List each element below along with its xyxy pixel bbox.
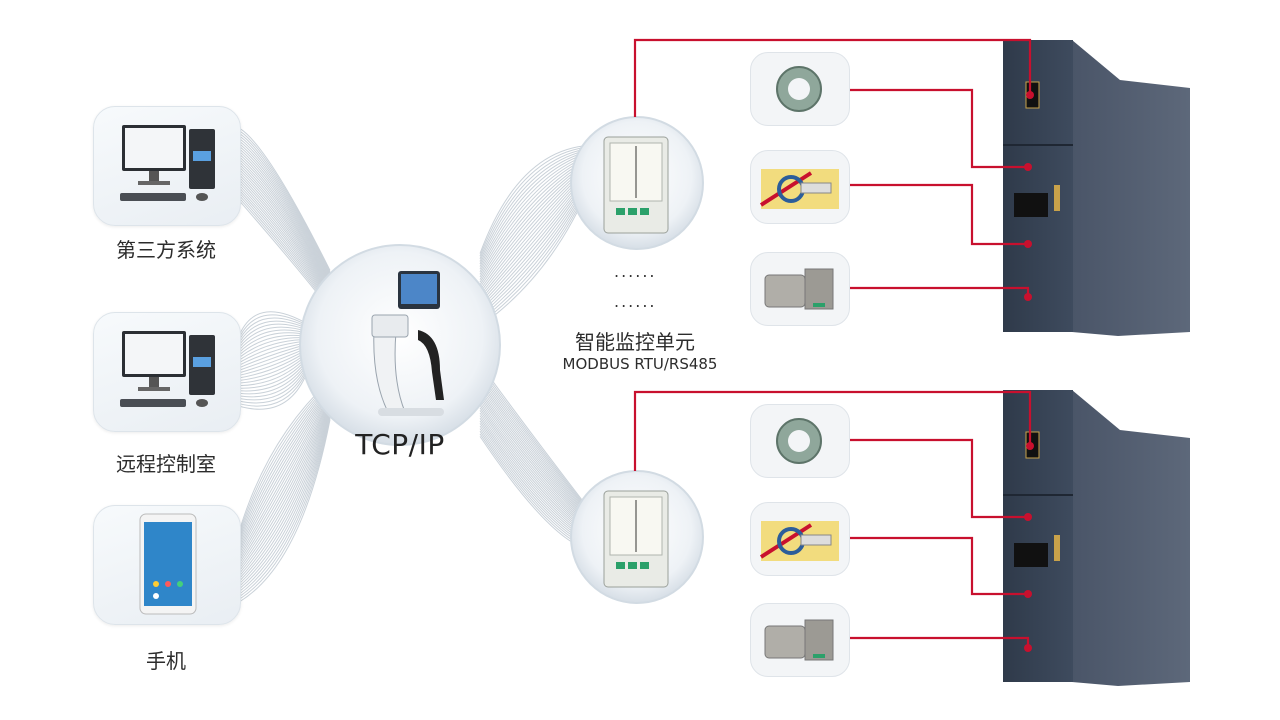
wave-line [239,177,331,298]
wave-line [239,141,331,278]
wave-line [239,143,331,280]
wave-line [239,399,331,566]
ellipsis-1: ...... [614,262,657,281]
monitoring-unit-device-icon [603,490,669,588]
current-transformer-icon [776,418,822,464]
sensor-card [750,52,850,126]
wave-line [239,317,311,340]
signal-lines [633,38,1032,648]
wave-line [479,144,591,254]
wave-line [239,408,331,581]
wave-line [479,149,591,262]
wave-line [479,381,591,521]
wave-line [239,172,331,295]
smartphone-icon [139,513,197,615]
switchgear-cabinet-top [1003,40,1190,336]
wave-line [479,376,591,518]
wave-line [239,409,331,584]
wave-line [239,320,311,342]
left-label-2: 远程控制室 [116,452,216,476]
protocol-label: MODBUS RTU/RS485 [562,355,718,373]
monitoring-unit-device-icon [603,136,669,234]
sensor-card [750,252,850,326]
wave-line [239,162,331,289]
wave-line [239,164,331,291]
wave-line [239,130,331,273]
left-label-1: 第三方系统 [116,238,216,262]
desktop-computer-icon [120,331,215,407]
wave-line [239,412,331,589]
wave-line [479,146,591,257]
wave-line [479,150,591,265]
motor-icon [764,268,834,310]
wave-line [239,415,331,594]
current-transformer-icon [776,66,822,112]
monitoring-unit-title: 智能监控单元 [575,330,695,354]
wave-line [239,311,311,334]
wave-line [239,411,331,587]
wave-line [239,413,331,592]
wave-line [239,389,331,548]
wave-line [479,386,591,524]
third-party-system-card [93,106,241,226]
wave-line [239,159,331,288]
wave-line [239,416,331,597]
wave-line [479,378,591,520]
wave-line [239,392,331,553]
mobile-phone-card [93,505,241,625]
wave-line [239,391,331,550]
motor-icon [764,619,834,661]
ellipsis-2: ...... [614,292,657,311]
temperature-sensor-icon [759,169,839,209]
sensor-card [750,150,850,224]
wave-line [239,135,331,275]
wave-line [479,389,591,525]
wave-line [239,402,331,571]
wave-line [239,133,331,274]
wave-line [239,149,331,282]
temperature-sensor-icon [759,521,839,561]
wave-line [239,405,331,576]
wave-line [239,398,331,563]
center-bubble [299,244,501,446]
network-protocol-label: TCP/IP [355,428,445,461]
wave-line [239,396,331,561]
wave-line [239,387,331,542]
sensor-card [750,502,850,576]
wave-line [239,146,331,281]
wave-line [239,128,331,271]
wave-line [239,167,331,292]
wave-line [239,156,331,287]
sensor-card [750,603,850,677]
signal-endpoints [1024,91,1034,652]
wave-line [479,384,591,522]
kiosk-terminal-icon [371,271,444,416]
wave-line [239,406,331,579]
wave-line [239,154,331,285]
wave-line [239,388,331,545]
wave-line [239,394,331,555]
wave-line [239,138,331,277]
wave-line [239,169,331,294]
remote-control-room-card [93,312,241,432]
wave-line [239,418,331,600]
left-label-3: 手机 [146,649,186,673]
wave-line [239,404,331,574]
sensor-card [750,404,850,478]
wave-line [479,147,591,259]
desktop-computer-icon [120,125,215,201]
wave-line [239,314,311,337]
wave-line [239,175,331,296]
wave-line [239,151,331,284]
wave-line [239,385,331,540]
wave-line [239,419,331,602]
wave-line [239,401,331,568]
wave-line [239,395,331,558]
switchgear-cabinet-bottom [1003,390,1190,686]
